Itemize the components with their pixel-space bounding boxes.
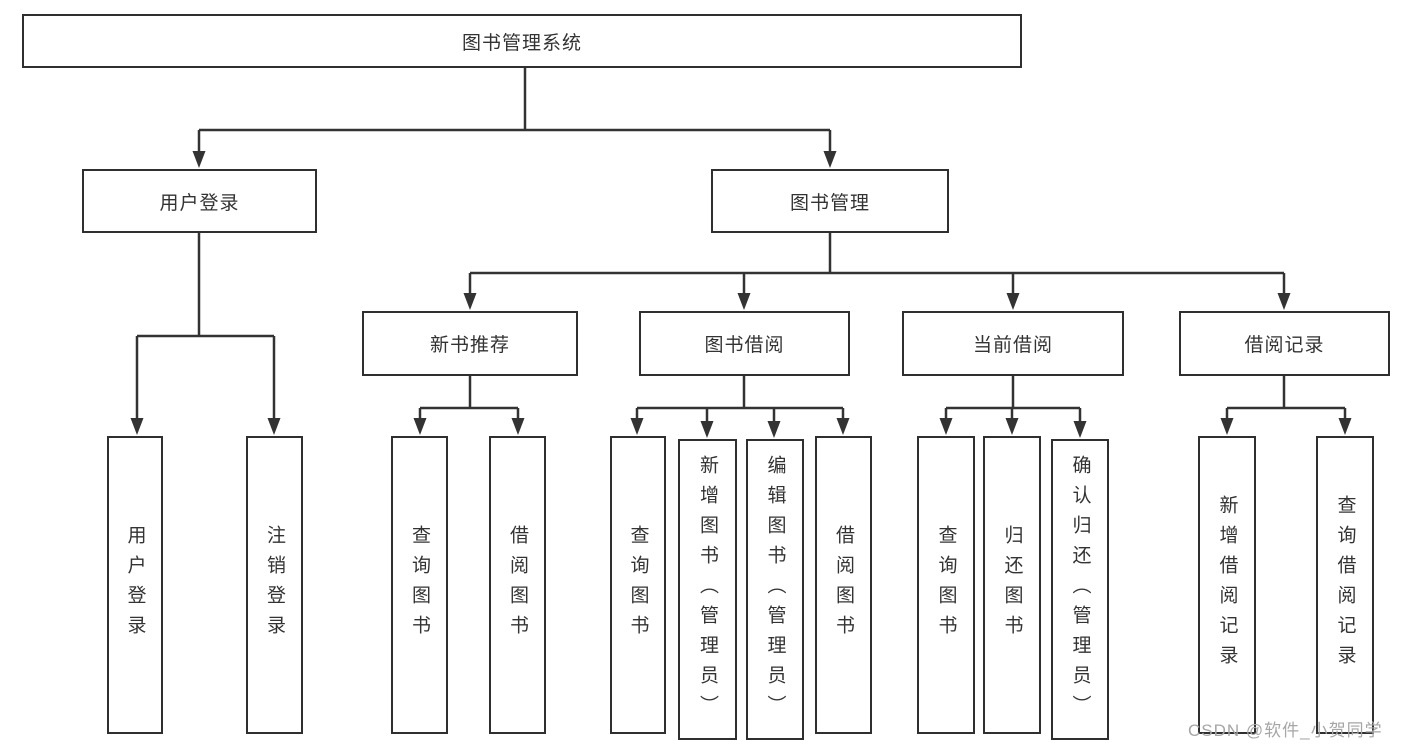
leaf-add-books-admin: 新增图书（管理员） — [678, 439, 737, 740]
leaf-query-books-current: 查询图书 — [917, 436, 975, 734]
leaf-logout: 注销登录 — [246, 436, 303, 734]
leaf-add-borrow-record: 新增借阅记录 — [1198, 436, 1256, 734]
leaf-query-borrow-record: 查询借阅记录 — [1316, 436, 1374, 734]
node-library-management-system: 图书管理系统 — [22, 14, 1022, 68]
node-new-book-recommendation: 新书推荐 — [362, 311, 578, 376]
leaf-query-books-borrow: 查询图书 — [610, 436, 666, 734]
leaf-confirm-return-admin: 确认归还（管理员） — [1051, 439, 1109, 740]
leaf-borrow-books-recommend: 借阅图书 — [489, 436, 546, 734]
leaf-return-books: 归还图书 — [983, 436, 1041, 734]
node-current-borrowing: 当前借阅 — [902, 311, 1124, 376]
arrowheads — [130, 151, 1352, 438]
csdn-watermark: CSDN @软件_小贺同学 — [1188, 721, 1383, 740]
leaf-edit-books-admin: 编辑图书（管理员） — [746, 439, 804, 740]
leaf-query-books-recommend: 查询图书 — [391, 436, 448, 734]
node-book-management: 图书管理 — [711, 169, 949, 233]
node-book-borrowing: 图书借阅 — [639, 311, 850, 376]
node-borrowing-records: 借阅记录 — [1179, 311, 1390, 376]
leaf-borrow-books: 借阅图书 — [815, 436, 872, 734]
leaf-user-login: 用户登录 — [107, 436, 163, 734]
node-user-login: 用户登录 — [82, 169, 317, 233]
